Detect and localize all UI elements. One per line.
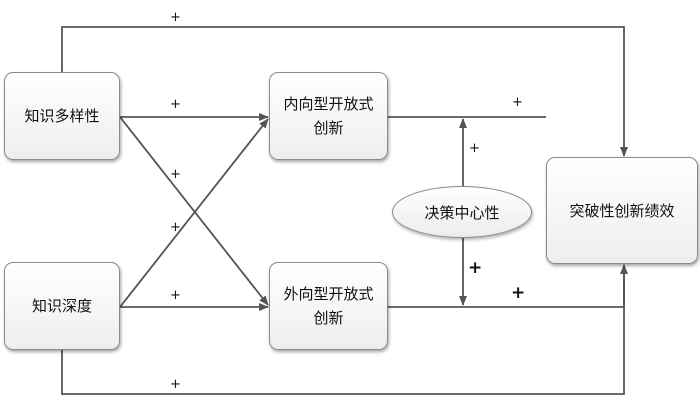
sign-moderation-up: + — [469, 141, 480, 156]
path-depth-performance — [61, 264, 628, 395]
node-outbound-label-line2: 创新 — [313, 309, 344, 327]
node-knowledge-diversity: 知识多样性 — [4, 72, 120, 160]
node-outbound-open-innovation: 外向型开放式 创新 — [269, 262, 388, 350]
node-outbound-label-line1: 外向型开放式 — [283, 285, 374, 303]
sign-inbound-performance: + — [512, 95, 523, 110]
path-diversity-outbound — [119, 116, 269, 306]
node-breakthrough-innovation-performance: 突破性创新绩效 — [546, 157, 698, 264]
node-knowledge-depth-label: 知识深度 — [31, 297, 92, 315]
node-inbound-label-line2: 创新 — [313, 119, 344, 137]
node-performance-label: 突破性创新绩效 — [569, 201, 675, 220]
path-outbound-performance — [388, 265, 625, 308]
sign-bottom-path: + — [170, 377, 181, 392]
node-inbound-open-innovation: 内向型开放式 创新 — [269, 72, 388, 160]
node-inbound-label-line1: 内向型开放式 — [283, 95, 374, 113]
path-depth-inbound — [119, 118, 269, 308]
node-knowledge-diversity-label: 知识多样性 — [24, 107, 100, 125]
sign-diversity-outbound: + — [170, 167, 181, 182]
sign-moderation-down: + — [468, 258, 483, 278]
sign-depth-outbound: + — [170, 288, 181, 303]
node-knowledge-depth: 知识深度 — [4, 262, 120, 350]
sign-diversity-inbound: + — [170, 97, 181, 112]
sign-top-path: + — [170, 10, 181, 25]
node-decision-centralization-label: 决策中心性 — [424, 203, 500, 222]
path-diversity-performance — [61, 26, 628, 157]
node-decision-centralization: 决策中心性 — [392, 186, 532, 238]
sign-depth-inbound: + — [170, 220, 181, 235]
sign-outbound-performance: + — [511, 283, 526, 303]
